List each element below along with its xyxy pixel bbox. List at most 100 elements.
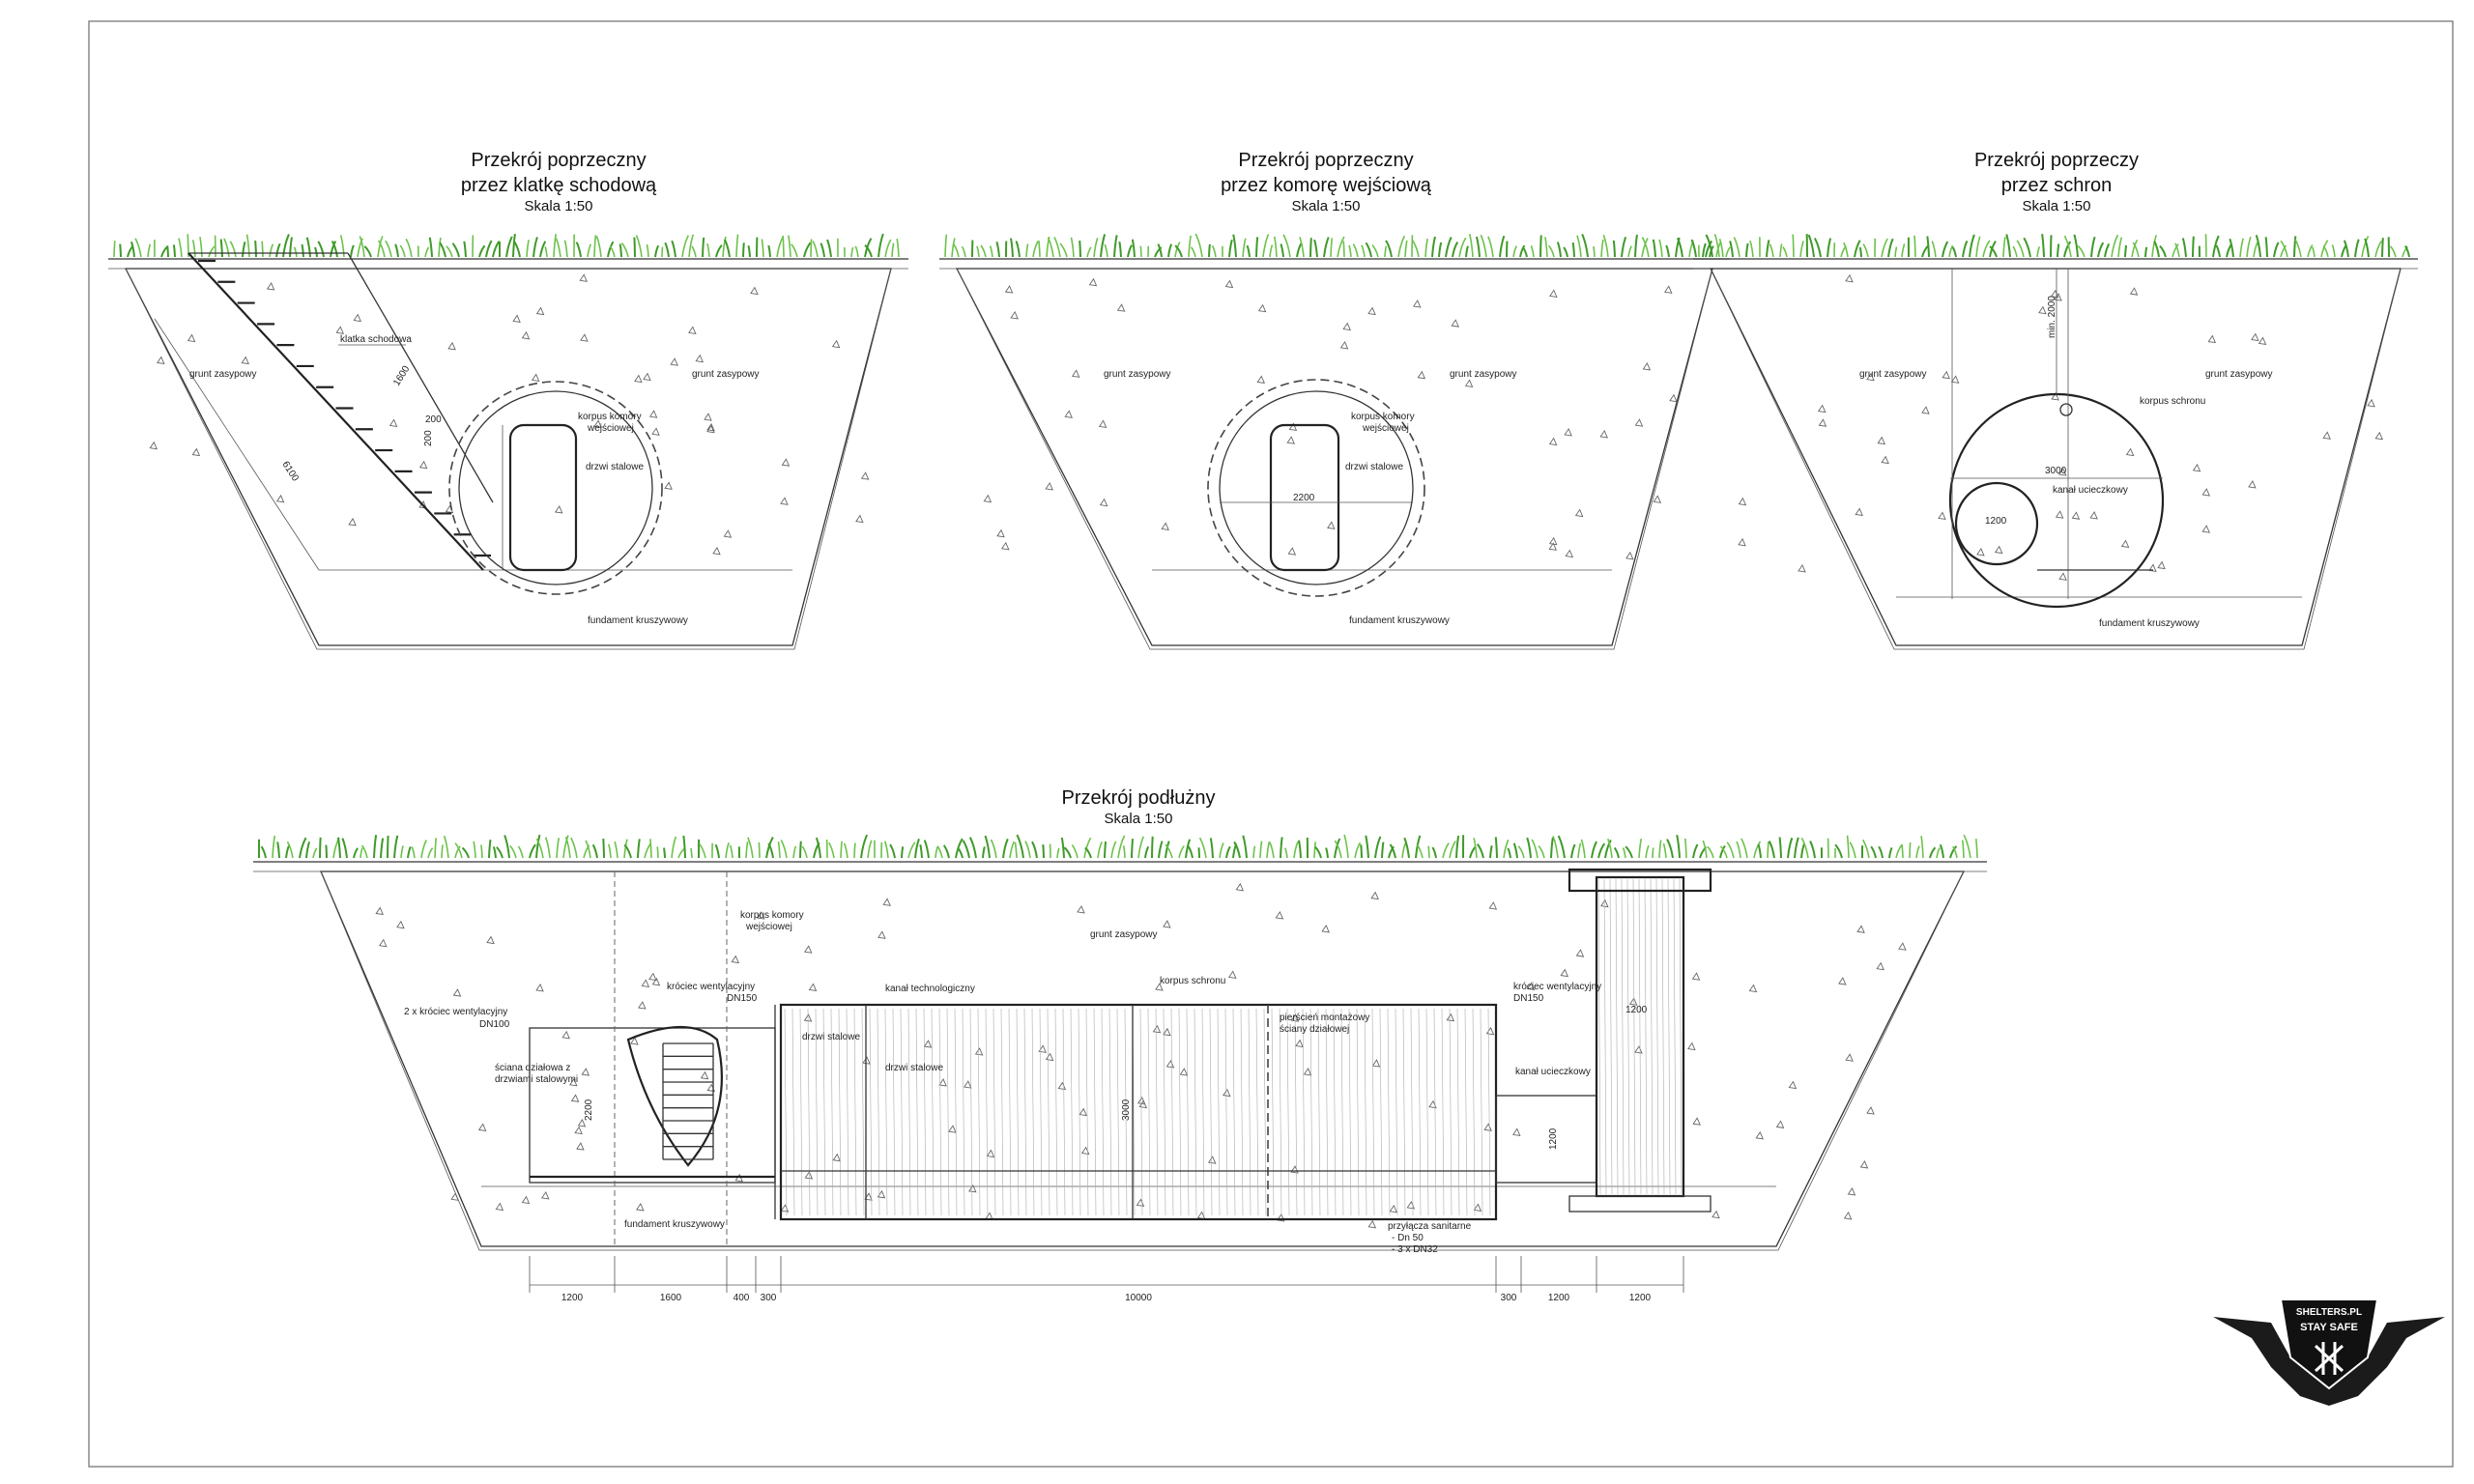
hatch-line	[1317, 1008, 1321, 1216]
grass-blade	[1178, 845, 1185, 859]
grass-blade	[1915, 845, 1920, 859]
grass-blade	[555, 238, 561, 258]
grass-blade	[575, 242, 582, 258]
cross3-title-line2: przez schron	[2001, 175, 2113, 196]
hatch-line	[1023, 1008, 1027, 1216]
cross1-label-body2: wejściowej	[587, 423, 634, 434]
grass-blade	[1602, 234, 1609, 258]
grass-blade	[957, 847, 964, 859]
grass-blade	[2374, 241, 2382, 258]
soil-mark	[241, 356, 249, 365]
cross1-label-soil-right: grunt zasypowy	[692, 369, 759, 380]
grass-blade	[1604, 839, 1612, 859]
grass-blade	[1063, 846, 1072, 859]
grass-blade	[1427, 845, 1430, 859]
grass-blade	[1800, 837, 1809, 859]
grass-blade	[742, 243, 745, 258]
hatch-line	[784, 1008, 788, 1216]
logo-wings-icon	[2213, 1317, 2445, 1406]
grass-blade	[1455, 835, 1460, 859]
soil-mark	[1406, 1200, 1416, 1210]
grass-blade	[1104, 841, 1108, 859]
grass-blade	[1009, 841, 1015, 859]
grass-blade	[420, 840, 427, 859]
long-dim-3000: 3000	[1121, 1099, 1132, 1121]
grass-blade	[623, 839, 628, 859]
soil-mark	[1628, 997, 1638, 1006]
grass-blade	[609, 245, 616, 258]
grass-blade	[955, 838, 964, 859]
grass-blade	[1494, 837, 1498, 859]
grass-blade	[1909, 842, 1912, 859]
hatch-line	[1650, 878, 1654, 1195]
soil-mark	[1138, 1099, 1148, 1109]
grass-blade	[1757, 843, 1762, 859]
long-dim-1200-top: 1200	[1625, 1005, 1648, 1015]
grass-blade	[361, 844, 368, 859]
grass-blade	[1167, 243, 1173, 258]
grass-blade	[314, 246, 318, 258]
soil-mark	[706, 424, 715, 434]
soil-mark	[1045, 1052, 1054, 1062]
hatch-line	[1240, 1008, 1244, 1216]
dim-label: 400	[734, 1293, 750, 1303]
logo-shield-icon	[2279, 1298, 2379, 1390]
grass-blade	[1705, 234, 1713, 258]
cross1-chamber-outer	[448, 381, 663, 595]
grass-blade	[187, 234, 189, 258]
long-label-wall1: ściana działowa z	[495, 1063, 570, 1073]
grass-blade	[509, 844, 517, 859]
grass-blade	[1676, 834, 1681, 859]
grass-blade	[1539, 235, 1542, 258]
soil-mark	[1866, 1106, 1875, 1115]
grass-blade	[1858, 246, 1862, 258]
cross1-excavation-hatch-edge	[108, 268, 908, 650]
grass-blade	[1612, 240, 1616, 258]
hatch-line	[1464, 1008, 1468, 1216]
grass-blade	[618, 243, 622, 258]
grass-blade	[562, 835, 569, 859]
grass-blade	[646, 243, 649, 258]
grass-blade	[896, 239, 900, 258]
soil-mark	[581, 1068, 590, 1076]
grass-blade	[1059, 243, 1068, 258]
soil-mark	[2201, 488, 2211, 497]
grass-blade	[681, 235, 689, 258]
grass-blade	[1309, 238, 1312, 258]
soil-mark	[541, 1190, 550, 1200]
cross3-label-foundation: fundament kruszywowy	[2099, 618, 2200, 629]
grass-blade	[535, 838, 544, 859]
grass-blade	[1232, 234, 1237, 258]
grass-blade	[405, 238, 413, 258]
soil-mark	[1845, 273, 1854, 283]
grass-blade	[792, 845, 797, 859]
soil-mark	[1342, 322, 1351, 331]
grass-blade	[2404, 244, 2410, 258]
soil-mark	[780, 497, 789, 505]
grass-blade	[1157, 243, 1163, 258]
grass-blade	[1165, 843, 1173, 859]
grass-blade	[178, 238, 183, 258]
grass-blade	[1862, 839, 1870, 859]
grass-blade	[1259, 841, 1263, 859]
grass-blade	[1242, 835, 1248, 859]
soil-mark	[1483, 1123, 1492, 1131]
grass-blade	[850, 246, 854, 258]
grass-blade	[801, 845, 808, 859]
grass-blade	[690, 847, 693, 859]
grass-blade	[1404, 240, 1408, 258]
soil-mark	[1207, 1156, 1217, 1164]
grass-blade	[1127, 244, 1134, 258]
soil-mark	[1845, 1053, 1854, 1062]
hatch-line	[1155, 1008, 1159, 1216]
soil-mark	[1088, 277, 1098, 287]
grass-blade	[820, 243, 825, 258]
grass-blade	[1895, 843, 1903, 859]
soil-mark	[1275, 910, 1284, 920]
grass-blade	[485, 240, 493, 258]
grass-blade	[1627, 245, 1632, 258]
grass-blade	[1719, 845, 1728, 859]
soil-mark	[1064, 410, 1073, 418]
grass-blade	[564, 837, 571, 859]
soil-mark	[450, 1192, 459, 1201]
